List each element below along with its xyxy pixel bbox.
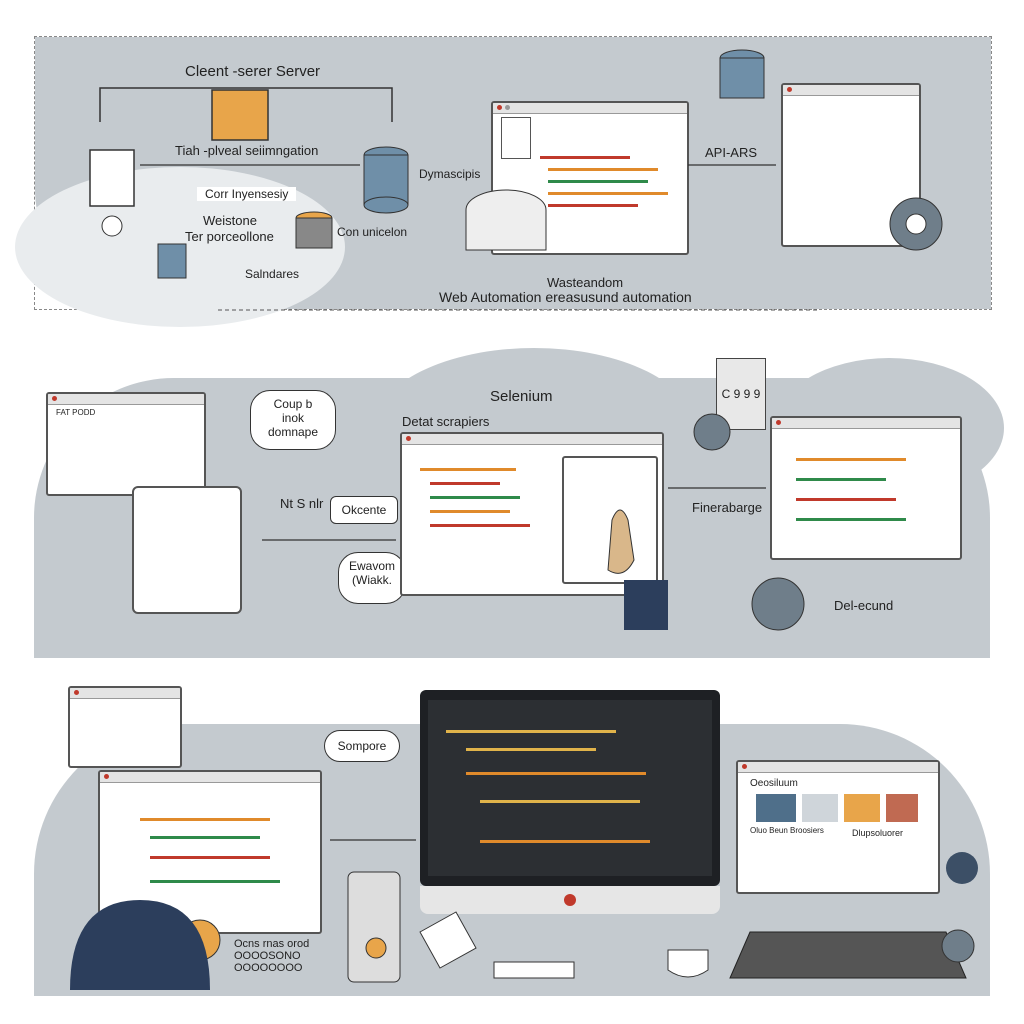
dice-icon [419,911,477,969]
plant-gear-icon [941,929,975,963]
code-line [548,168,658,171]
compass-icon [101,215,123,237]
web-automation-label: Web Automation ereasusund automation [439,289,692,305]
plant-leaf-icon [946,852,978,884]
code-lines [140,156,906,883]
dymascipis-label: Dymascipis [419,167,481,181]
dashboard-sub-right: Dlupsoluorer [852,828,904,838]
mid-gear-large-icon [751,577,805,631]
database-bottom [363,196,409,214]
tiah-label: Tiah -plveal seiimngation [175,143,319,158]
code-line [150,836,260,839]
laptop-screen [132,486,242,614]
finerabarge-label: Finerabarge [692,500,763,515]
api-label: API-ARS [705,145,758,160]
ocns-label: Ocns rnas orod OOOOSONO OOOOOOOO [234,938,309,974]
keyboard-strip-icon [493,961,575,979]
code-line [796,478,886,481]
ewavom-line-1: Ewavom [348,559,395,573]
server-device-icon [89,149,135,207]
top-panel: Cleent -serer Server Tiah -plveal seiimn… [15,36,992,327]
code-line [466,748,596,751]
was-label: Wasteandom [547,275,624,290]
mid-gear-icon [693,413,731,451]
code-line [548,192,668,195]
code-line [430,524,530,527]
center-monitor [420,690,720,886]
monitor-chin [420,886,720,914]
dashboard-title: Oeosiluum [750,778,798,789]
dashboard-tile-blue [756,794,796,822]
code-line [420,468,516,471]
code-line [548,204,638,207]
code-line [548,180,648,183]
dashboard-tile-orange [844,794,880,822]
code-line [480,840,650,843]
bottom-left-small-window [68,686,182,768]
coup-line-1: Coup b [273,397,313,411]
detat-label: Detat scrapiers [402,414,490,429]
con-label: Con unicelon [337,225,408,239]
apple-logo-icon [564,894,576,906]
browser-sidebar [501,117,531,159]
dashboard-sub-left: Oluo Beun Broosiers [750,826,824,835]
del-ecund-label: Del-ecund [834,598,894,613]
tower-gear [365,937,387,959]
corr-label: Corr Inyensesiy [197,187,297,201]
code-line [480,800,640,803]
ocns-line-1: Ocns rnas orod [234,938,310,950]
code-line [796,498,896,501]
loop-arrow [99,87,393,122]
left-small-window: FAT PODD [46,392,206,496]
laptop-keyboard-icon [729,931,967,979]
ewavom-bubble: Ewavom (Wiakk. [338,552,406,604]
code-line [140,818,270,821]
pointing-hand-icon [607,509,635,574]
ewavom-line-2: (Wiakk. [352,573,392,587]
code-line [796,458,906,461]
code-line [540,156,630,159]
weistone-label: Weistone [203,213,257,228]
okcente-button[interactable]: Okcente [330,496,398,524]
coup-line-3: domnape [267,425,319,439]
sleeve-icon [624,580,668,630]
left-window-title: FAT PODD [56,408,96,417]
ocns-line-3: OOOOOOOO [234,962,303,974]
coup-bubble: Coup b inok domnape [250,390,336,450]
sompore-bubble: Sompore [324,730,400,762]
right-browser-window-mid [770,416,962,560]
ter-label: Ter porceollone [185,229,274,244]
selenium-title: Selenium [490,388,553,405]
nt-label: Nt S nlr [280,496,324,511]
stack-database-body [295,217,333,249]
code-line [150,856,270,859]
code-line [430,510,510,513]
small-server-icon [157,243,187,279]
monitor-code-editor [428,700,712,876]
code-line [150,880,280,883]
counter-device: C 9 9 9 [716,358,766,430]
client-server-title: Cleent -serer Server [185,63,321,80]
right-dashboard-window: Oeosiluum Oluo Beun Broosiers Dlupsoluor… [736,760,940,894]
dashboard-tile-red [886,794,918,822]
person-icon [70,900,210,990]
code-line [466,772,646,775]
code-line [446,730,616,733]
cloud-database-body [719,57,765,99]
gear-hub [905,213,927,235]
code-line [430,496,520,499]
code-line [796,518,906,521]
tower-pc-icon [347,871,401,983]
box-icon [211,89,269,141]
coup-line-2: inok [281,411,304,425]
ocns-line-2: OOOOSONO [234,950,301,962]
code-line [430,482,500,485]
dashboard-tile-gray [802,794,838,822]
coffee-cup-icon [667,949,709,978]
salndares-label: Salndares [245,267,300,281]
appliance-icon [465,189,547,251]
